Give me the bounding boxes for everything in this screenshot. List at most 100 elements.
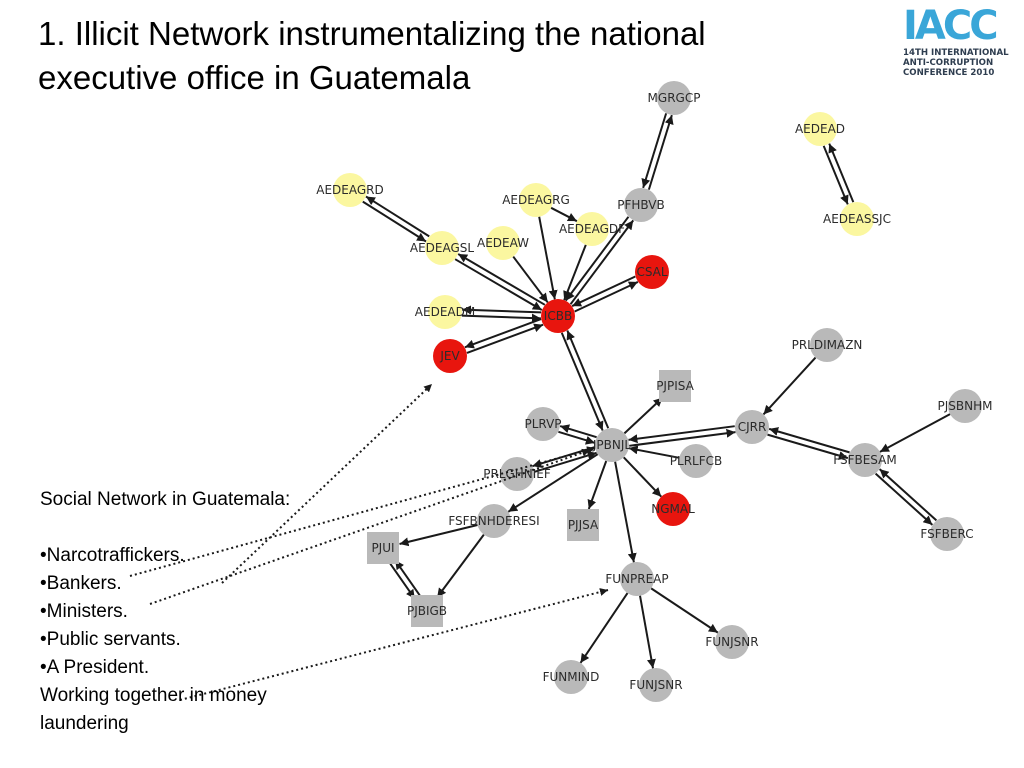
legend-item-narcotraffickers: Narcotraffickers. xyxy=(40,542,360,570)
node-label: AEDEASSJC xyxy=(823,212,891,226)
node-plrvp: PLRVP xyxy=(524,407,562,441)
node-shape xyxy=(541,299,575,333)
node-label: AEDEAW xyxy=(477,236,529,250)
iacc-logo: IACC 14TH INTERNATIONAL ANTI-CORRUPTION … xyxy=(903,4,1020,84)
node-label: NGMAL xyxy=(651,502,695,516)
node-shape xyxy=(656,492,690,526)
edge-pjsbnhm-fsfbesam xyxy=(879,413,951,453)
edge-pjui-pjbigb-back xyxy=(394,559,421,596)
node-label: AEDEAD xyxy=(795,122,845,136)
node-label: FSFBESAM xyxy=(833,453,896,467)
node-shape xyxy=(659,370,691,402)
legend-footer: Working together in money laundering xyxy=(40,685,267,734)
edge-aedeagrg-icbb xyxy=(538,216,558,300)
node-aedeaw: AEDEAW xyxy=(477,226,529,260)
node-shape xyxy=(624,188,658,222)
node-fsfbnhderesi: FSFBNHDERESI xyxy=(448,504,540,538)
node-shape xyxy=(477,504,511,538)
node-label: CJRR xyxy=(738,420,767,434)
logo-line-2: ANTI-CORRUPTION xyxy=(903,58,994,68)
edge-funpreap-funjsnr1 xyxy=(650,587,719,634)
edge-jpbnjl-cjrr-forward xyxy=(629,428,736,447)
node-label: AEDEAGSL xyxy=(410,241,475,255)
node-label: FUNJSNR xyxy=(705,635,758,649)
node-label: MGRGCP xyxy=(648,91,701,105)
node-shape xyxy=(526,407,560,441)
edge-fsfbesam-fsfberc-forward xyxy=(874,472,934,526)
legend-heading: Social Network in Guatemala: xyxy=(40,489,291,510)
edge-jpbnjl-ngmal xyxy=(623,456,662,498)
node-label: CSAL xyxy=(636,265,667,279)
node-label: PJUI xyxy=(371,541,394,555)
edge-pjui-pjbigb-forward xyxy=(389,563,416,600)
node-aedeadm: AEDEADM xyxy=(415,295,475,329)
node-label: ICBB xyxy=(544,309,572,323)
edges-layer xyxy=(362,113,951,669)
node-fsfbesam: FSFBESAM xyxy=(833,443,897,477)
node-label: PRLDIMAZN xyxy=(792,338,863,352)
edge-aedeagrd-aedeagsl-forward xyxy=(362,200,427,243)
edge-plrvp-jpbnjl-back xyxy=(559,424,597,439)
node-shape xyxy=(803,112,837,146)
edge-funpreap-funmind xyxy=(579,592,629,664)
node-mgrgcp: MGRGCP xyxy=(648,81,701,115)
node-shape xyxy=(519,183,553,217)
node-aedeagsl: AEDEAGSL xyxy=(410,231,475,265)
node-label: FUNJSNR xyxy=(629,678,682,692)
node-label: AEDEAGRG xyxy=(502,193,570,207)
node-label: FUNMIND xyxy=(543,670,600,684)
node-label: PFHBVB xyxy=(617,198,664,212)
logo-line-3: CONFERENCE 2010 xyxy=(903,68,995,78)
node-shape xyxy=(810,328,844,362)
node-shape xyxy=(715,625,749,659)
edge-jpbnjl-cjrr-back xyxy=(628,425,735,444)
edge-pfhbvb-mgrgcp-forward xyxy=(647,114,674,190)
edge-icbb-jev-forward xyxy=(464,318,542,349)
node-label: AEDEAGDF xyxy=(559,222,625,236)
edge-aedeagdf-icbb xyxy=(563,244,587,301)
edge-pfhbvb-icbb-forward xyxy=(564,216,630,302)
node-pjbigb: PJBIGB xyxy=(407,595,447,627)
node-shape xyxy=(567,509,599,541)
legend-item-ministers: Ministers. xyxy=(40,598,360,626)
edge-fsfbnhderesi-pjui xyxy=(399,524,478,547)
node-shape xyxy=(554,660,588,694)
node-shape xyxy=(411,595,443,627)
node-label: PLRVP xyxy=(524,417,561,431)
node-aedeassjc: AEDEASSJC xyxy=(823,202,891,236)
edge-aedead-aedeassjc-back xyxy=(828,143,855,203)
node-shape xyxy=(848,443,882,477)
edge-icbb-jpbnjl-back xyxy=(566,330,610,429)
pointer-line-1 xyxy=(221,383,433,584)
edge-icbb-jev-back xyxy=(466,323,544,354)
node-aedeagrd: AEDEAGRD xyxy=(316,173,384,207)
edge-jpbnjl-pjjsa xyxy=(587,460,608,510)
edge-pfhbvb-icbb-back xyxy=(569,219,635,305)
node-jev: JEV xyxy=(433,339,467,373)
node-shape xyxy=(620,562,654,596)
node-pjsbnhm: PJSBNHM xyxy=(938,389,992,423)
edge-aedeadm-icbb-forward xyxy=(461,313,541,323)
node-shape xyxy=(333,173,367,207)
node-shape xyxy=(735,410,769,444)
node-pjjsa: PJJSA xyxy=(567,509,599,541)
node-label: FSFBERC xyxy=(920,527,973,541)
edge-aedeaw-icbb xyxy=(512,255,549,304)
node-shape xyxy=(575,212,609,246)
legend-list: Narcotraffickers. Bankers. Ministers. Pu… xyxy=(40,542,360,682)
node-csal: CSAL xyxy=(635,255,669,289)
edge-cjrr-fsfbesam-forward xyxy=(767,433,849,460)
edge-aedeagsl-icbb-forward xyxy=(454,258,543,311)
node-shape xyxy=(948,389,982,423)
node-label: PJBIGB xyxy=(407,604,447,618)
node-aedeagrg: AEDEAGRG xyxy=(502,183,570,217)
edge-pfhbvb-mgrgcp-back xyxy=(641,113,668,189)
edge-funpreap-funjsnr2 xyxy=(639,595,656,669)
edge-plrlfcb-jpbnjl xyxy=(628,445,680,459)
edge-plrvp-jpbnjl-forward xyxy=(558,430,596,445)
edge-jpbnjl-funpreap xyxy=(614,461,637,563)
slide-title: 1. Illicit Network instrumentalizing the… xyxy=(38,15,706,96)
node-prldimazn: PRLDIMAZN xyxy=(792,328,863,362)
node-shape xyxy=(930,517,964,551)
